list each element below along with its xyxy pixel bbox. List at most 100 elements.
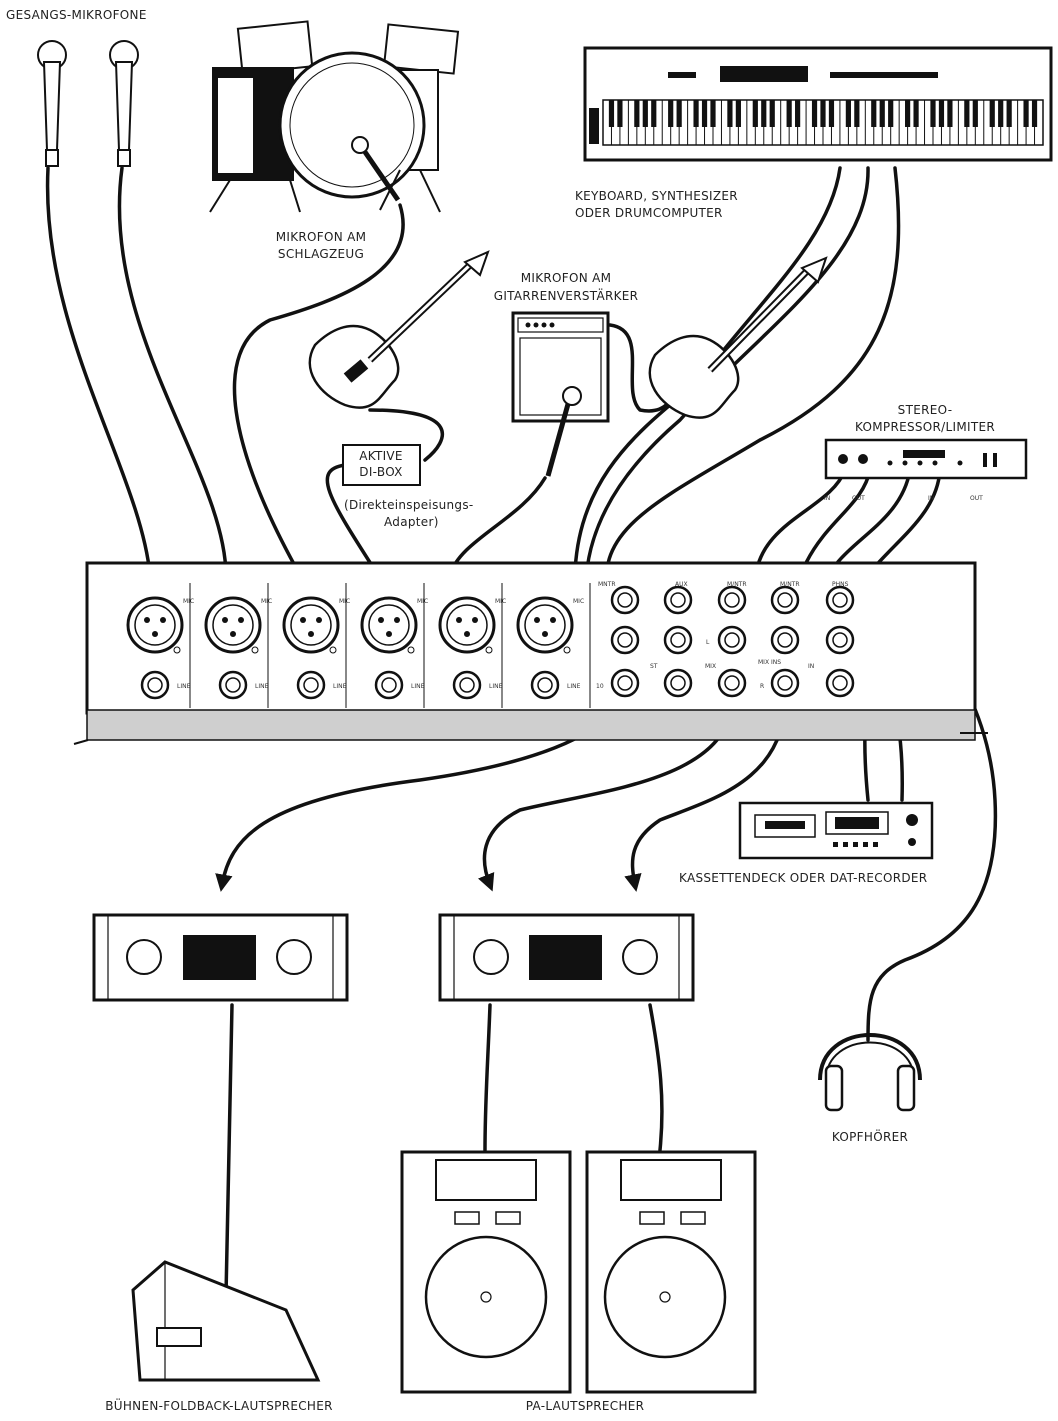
master-section-label: 10 <box>596 683 604 690</box>
master-jack-inner <box>725 633 739 647</box>
xlr-inner <box>369 605 409 645</box>
xlr-pin <box>394 617 400 623</box>
piano-black-key <box>964 100 969 127</box>
master-jack-inner <box>725 676 739 690</box>
piano-black-key <box>617 100 622 127</box>
cassette-deck <box>740 803 932 858</box>
label-monitor: BÜHNEN-FOLDBACK-LAUTSPRECHER <box>105 1399 333 1413</box>
piano-black-key <box>854 100 859 127</box>
comp-jack-out-2: OUT <box>970 495 983 502</box>
headphones <box>820 1035 920 1110</box>
master-section-label: PHNS <box>832 581 849 588</box>
comp-jack-in-2: IN <box>928 495 934 502</box>
xlr-latch <box>252 647 258 653</box>
xlr-inner <box>291 605 331 645</box>
line-label: LINE <box>489 683 503 690</box>
label-drum-mic-1: MIKROFON AM <box>276 230 367 244</box>
line-label: LINE <box>411 683 425 690</box>
label-keyboard-1: KEYBOARD, SYNTHESIZER <box>575 189 738 203</box>
piano-black-key <box>829 100 834 127</box>
label-di-box-2: DI-BOX <box>359 465 402 479</box>
line-label: LINE <box>567 683 581 690</box>
master-section-label: IN <box>808 663 814 670</box>
master-jack-inner <box>778 633 792 647</box>
master-section-label: M/NTR <box>727 581 747 588</box>
master-jack-inner <box>833 676 847 690</box>
master-jack-inner <box>618 593 632 607</box>
xlr-pin <box>550 617 556 623</box>
master-jack-inner <box>778 676 792 690</box>
label-headphones: KOPFHÖRER <box>832 1130 908 1144</box>
comp-jack-out-1: OUT <box>852 495 865 502</box>
xlr-latch <box>330 647 336 653</box>
piano-black-key <box>753 100 758 127</box>
xlr-pin <box>542 631 548 637</box>
piano-black-key <box>973 100 978 127</box>
master-section-label: AUX <box>675 581 688 588</box>
piano-black-key <box>820 100 825 127</box>
xlr-inner <box>447 605 487 645</box>
piano-black-key <box>1007 100 1012 127</box>
power-amp-monitor <box>94 915 347 1000</box>
xlr-pin <box>238 617 244 623</box>
piano-black-key <box>677 100 682 127</box>
xlr-pin <box>152 631 158 637</box>
vocal-mic-2 <box>110 41 138 166</box>
vocal-mic-1 <box>38 41 66 166</box>
piano-black-key <box>668 100 673 127</box>
piano-black-key <box>1032 100 1037 127</box>
piano-black-key <box>812 100 817 127</box>
piano-black-key <box>871 100 876 127</box>
xlr-latch <box>564 647 570 653</box>
xlr-pin <box>456 617 462 623</box>
piano-black-key <box>710 100 715 127</box>
label-compressor-1: STEREO- <box>898 403 953 417</box>
mixing-console: MICLINEMICLINEMICLINEMICLINEMICLINEMICLI… <box>74 563 988 744</box>
xlr-pin <box>464 631 470 637</box>
label-tape-deck: KASSETTENDECK ODER DAT-RECORDER <box>679 871 927 885</box>
piano-black-key <box>736 100 741 127</box>
piano-black-key <box>947 100 952 127</box>
line-label: LINE <box>333 683 347 690</box>
line-label: LINE <box>255 683 269 690</box>
xlr-latch <box>486 647 492 653</box>
xlr-pin <box>534 617 540 623</box>
line-label: LINE <box>177 683 191 690</box>
piano-black-key <box>888 100 893 127</box>
line-jack-inner <box>148 678 162 692</box>
power-amp-pa <box>440 915 693 1000</box>
pa-speaker-left <box>402 1152 570 1392</box>
master-section-label: R <box>760 683 764 690</box>
keyboard <box>585 48 1051 160</box>
xlr-latch <box>408 647 414 653</box>
master-jack-inner <box>618 676 632 690</box>
line-jack-inner <box>226 678 240 692</box>
mic-label: MIC <box>495 598 506 605</box>
electric-guitar-1 <box>310 252 488 408</box>
xlr-inner <box>135 605 175 645</box>
piano-black-key <box>770 100 775 127</box>
piano-black-key <box>998 100 1003 127</box>
piano-black-key <box>787 100 792 127</box>
piano-black-key <box>846 100 851 127</box>
piano-black-key <box>795 100 800 127</box>
master-jack-inner <box>833 593 847 607</box>
line-jack-inner <box>304 678 318 692</box>
label-vocal-mics: GESANGS-MIKROFONE <box>6 8 147 22</box>
xlr-pin <box>230 631 236 637</box>
label-di-note-2: Adapter) <box>384 515 439 529</box>
mic-label: MIC <box>261 598 272 605</box>
piano-black-key <box>643 100 648 127</box>
label-amp-mic-2: GITARRENVERSTÄRKER <box>494 289 639 303</box>
pa-speaker-right <box>587 1152 755 1392</box>
xlr-pin <box>144 617 150 623</box>
mic-label: MIC <box>417 598 428 605</box>
guitar-amp <box>513 313 608 476</box>
piano-black-key <box>939 100 944 127</box>
master-jack-inner <box>725 593 739 607</box>
master-jack-inner <box>618 633 632 647</box>
piano-black-key <box>609 100 614 127</box>
xlr-pin <box>378 617 384 623</box>
xlr-inner <box>525 605 565 645</box>
